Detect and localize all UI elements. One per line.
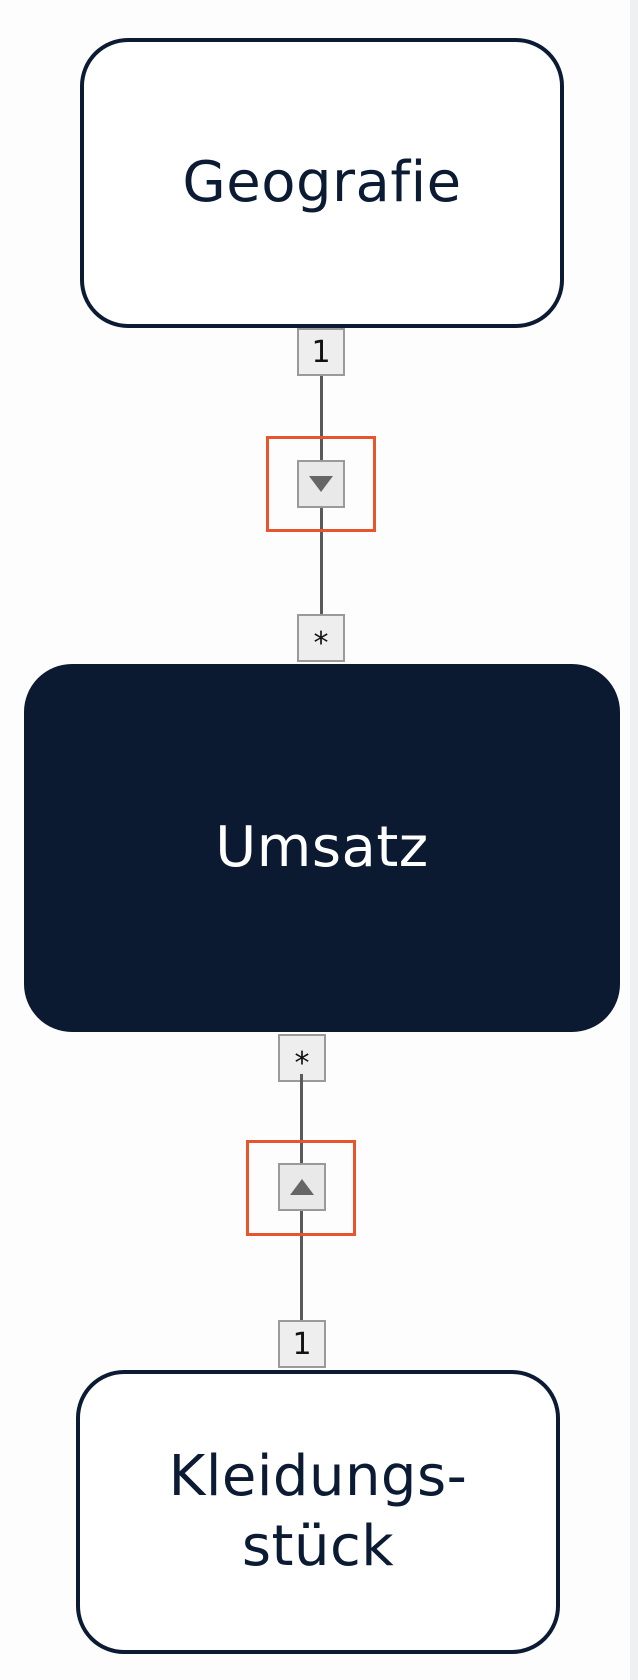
triangle-up-icon-shape bbox=[290, 1179, 314, 1195]
cardinality-one-label: 1 bbox=[278, 1320, 326, 1368]
filter-direction-highlight bbox=[266, 436, 376, 532]
canvas-edge bbox=[630, 0, 638, 1680]
table-kleidungsstueck-label: Kleidungs- stück bbox=[168, 1444, 468, 1579]
cardinality-one-label: 1 bbox=[297, 328, 345, 376]
table-umsatz-label: Umsatz bbox=[215, 815, 429, 880]
table-umsatz[interactable]: Umsatz bbox=[24, 664, 620, 1032]
cardinality-many-label: * bbox=[297, 614, 345, 662]
triangle-down-icon[interactable] bbox=[297, 460, 345, 508]
table-kleidungsstueck[interactable]: Kleidungs- stück bbox=[76, 1370, 560, 1654]
filter-direction-highlight bbox=[246, 1140, 356, 1236]
triangle-up-icon[interactable] bbox=[278, 1163, 326, 1211]
table-geografie-label: Geografie bbox=[182, 150, 462, 215]
triangle-down-icon-shape bbox=[309, 476, 333, 492]
table-geografie[interactable]: Geografie bbox=[80, 38, 564, 328]
